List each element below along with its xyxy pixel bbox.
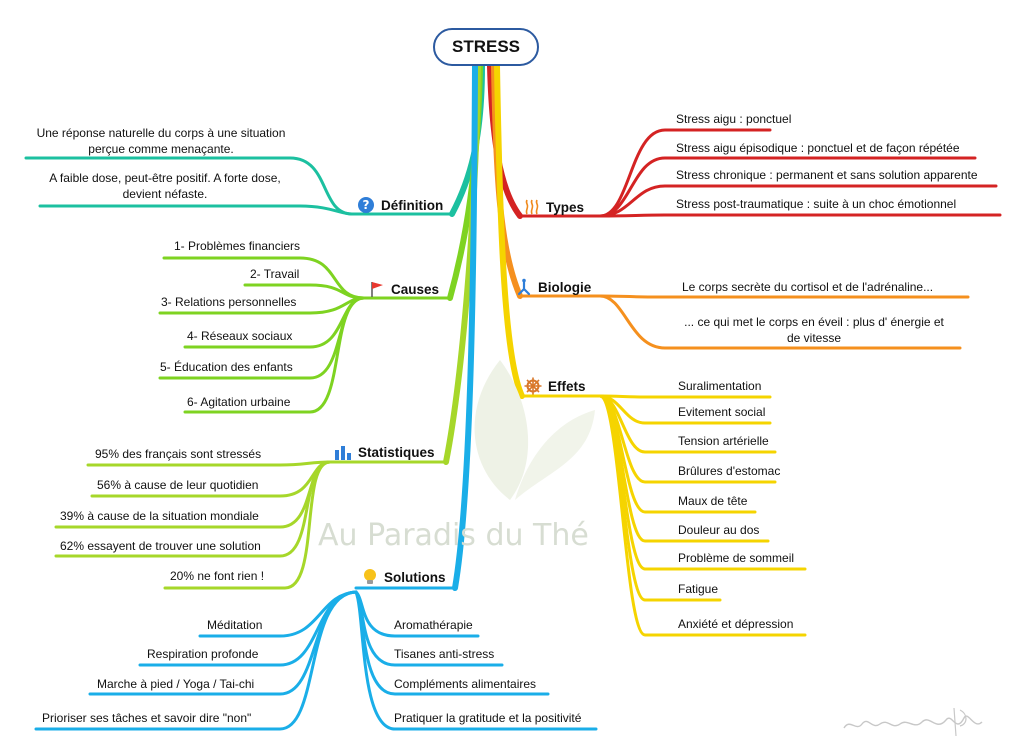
link-biologie-1 xyxy=(598,294,970,299)
link-effets-9 xyxy=(598,394,807,637)
category-definition[interactable]: ? Définition xyxy=(357,196,443,214)
category-label: Biologie xyxy=(538,279,592,295)
leaf-biologie-2: ... ce qui met le corps en éveil : plus … xyxy=(684,315,944,345)
leaf-biologie-1: Le corps secrète du cortisol et de l'adr… xyxy=(682,280,934,294)
leaf-solutions-l4: Prioriser ses tâches et savoir dire "non… xyxy=(42,711,252,725)
question-icon: ? xyxy=(358,197,374,213)
link-causes-6 xyxy=(183,296,366,414)
category-effets[interactable]: Effets xyxy=(524,377,586,395)
category-causes[interactable]: Causes xyxy=(369,280,439,298)
category-biologie[interactable]: Biologie xyxy=(516,278,591,296)
leaf-solutions-l2: Respiration profonde xyxy=(147,647,259,661)
leaf-effets-8: Fatigue xyxy=(678,582,719,596)
leaf-stats-2: 56% à cause de leur quotidien xyxy=(97,478,259,492)
leaf-effets-5: Maux de tête xyxy=(678,494,748,508)
category-solutions[interactable]: Solutions xyxy=(362,568,446,586)
leaf-effets-1: Suralimentation xyxy=(678,379,762,393)
category-label: Statistiques xyxy=(358,444,435,460)
leaf-causes-4: 4- Réseaux sociaux xyxy=(187,329,293,343)
ship-wheel-icon xyxy=(524,377,542,395)
category-label: Causes xyxy=(391,281,440,297)
leaf-stats-5: 20% ne font rien ! xyxy=(170,569,265,583)
leaf-solutions-l1: Méditation xyxy=(207,618,263,632)
leaf-types-1: Stress aigu : ponctuel xyxy=(676,112,792,126)
leaf-solutions-r1: Aromathérapie xyxy=(394,618,473,632)
leaf-stats-1: 95% des français sont stressés xyxy=(95,447,262,461)
link-definition-2 xyxy=(38,204,354,216)
category-statistiques[interactable]: Statistiques xyxy=(334,444,435,460)
leaf-effets-9: Anxiété et dépression xyxy=(678,617,794,631)
link-effets-1 xyxy=(598,394,772,399)
watermark-text: Au Paradis du Thé xyxy=(318,518,589,553)
leaf-effets-7: Problème de sommeil xyxy=(678,551,795,565)
leaf-stats-3: 39% à cause de la situation mondiale xyxy=(60,509,259,523)
link-root-effets xyxy=(494,63,525,399)
category-label: Définition xyxy=(381,197,444,213)
leaf-types-2: Stress aigu épisodique : ponctuel et de … xyxy=(676,141,960,155)
link-types-4 xyxy=(598,213,1002,218)
link-solutions-r4 xyxy=(354,590,598,731)
leaf-solutions-r2: Tisanes anti-stress xyxy=(394,647,495,661)
link-stats-1 xyxy=(86,460,332,467)
category-label: Effets xyxy=(548,378,586,394)
category-label: Types xyxy=(546,199,585,215)
leaf-effets-3: Tension artérielle xyxy=(678,434,769,448)
category-types[interactable]: Types xyxy=(524,198,584,216)
leaf-effets-4: Brûlures d'estomac xyxy=(678,464,781,478)
leaf-solutions-l3: Marche à pied / Yoga / Tai-chi xyxy=(97,677,255,691)
leaf-types-3: Stress chronique : permanent et sans sol… xyxy=(676,168,978,182)
lightbulb-icon xyxy=(364,569,376,584)
flag-icon xyxy=(371,282,383,297)
svg-text:?: ? xyxy=(363,198,370,212)
leaf-causes-3: 3- Relations personnelles xyxy=(161,295,297,309)
category-label: Solutions xyxy=(384,569,446,585)
leaf-effets-6: Douleur au dos xyxy=(678,523,760,537)
link-root-solutions xyxy=(452,63,478,591)
leaf-definition-2: A faible dose, peut-être positif. A fort… xyxy=(49,171,281,201)
root-node[interactable]: STRESS xyxy=(433,28,539,66)
leaf-effets-2: Evitement social xyxy=(678,405,766,419)
leaf-causes-6: 6- Agitation urbaine xyxy=(187,395,291,409)
leaf-causes-5: 5- Éducation des enfants xyxy=(160,360,293,374)
root-label: STRESS xyxy=(451,37,521,56)
leaf-definition-1: Une réponse naturelle du corps à une sit… xyxy=(36,126,286,156)
signature-mark xyxy=(843,707,983,737)
link-solutions-l4 xyxy=(34,590,358,731)
leaf-watermark-icon xyxy=(474,360,595,500)
link-stats-5 xyxy=(163,460,332,590)
molecule-icon xyxy=(517,278,531,296)
leaf-solutions-r3: Compléments alimentaires xyxy=(394,677,537,691)
heat-waves-icon xyxy=(525,199,539,215)
link-biologie-2 xyxy=(598,294,962,350)
leaf-causes-1: 1- Problèmes financiers xyxy=(174,239,301,253)
leaf-stats-4: 62% essayent de trouver une solution xyxy=(60,539,261,553)
leaf-causes-2: 2- Travail xyxy=(250,267,300,281)
bar-chart-icon xyxy=(335,446,351,460)
leaf-types-4: Stress post-traumatique : suite à un cho… xyxy=(676,197,957,211)
leaf-solutions-r4: Pratiquer la gratitude et la positivité xyxy=(394,711,582,725)
